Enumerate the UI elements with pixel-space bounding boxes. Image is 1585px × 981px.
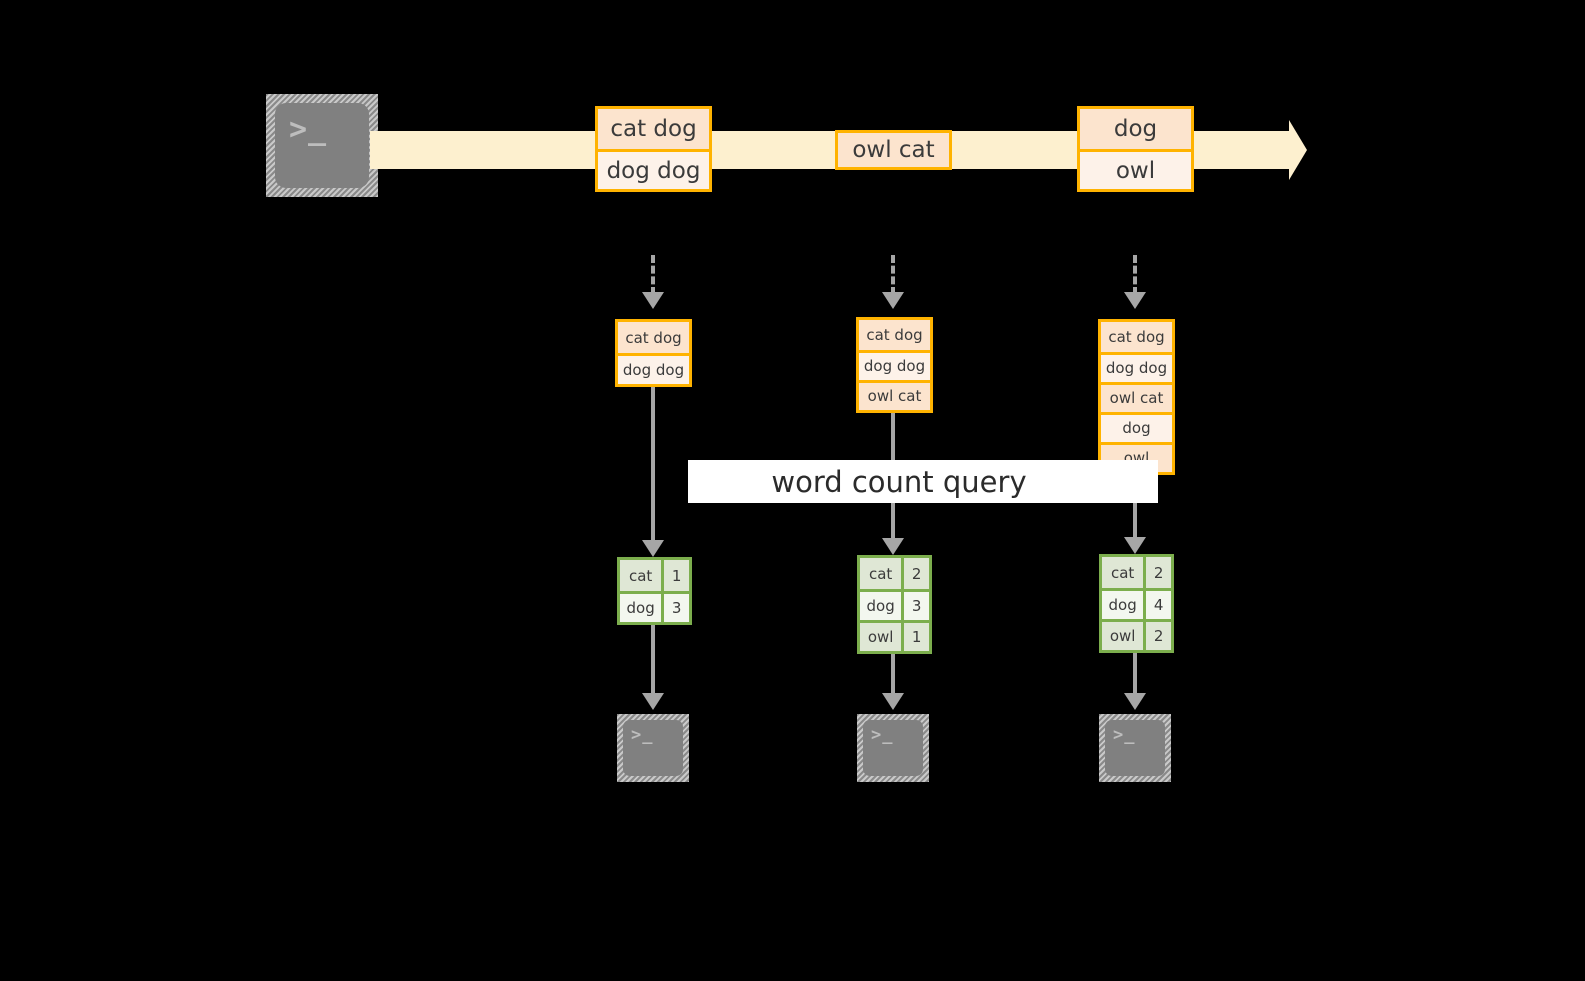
query-connector-arrowhead-2	[882, 538, 904, 555]
accumulated-rows-2: cat dog dog dog owl cat	[856, 317, 933, 413]
stream-line: cat dog	[598, 109, 709, 149]
table-cell-count: 1	[901, 623, 929, 651]
table-cell-word: cat	[620, 560, 662, 591]
terminal-prompt: >_	[289, 112, 328, 147]
table-cell-word: dog	[620, 594, 662, 622]
trigger-connector-1	[651, 255, 655, 295]
result-table-1: cat 1 dog 3	[617, 557, 692, 625]
result-table-3: cat 2 dog 4 owl 2	[1099, 554, 1174, 653]
table-row: cat 1	[620, 560, 689, 591]
accumulated-row: dog	[1101, 411, 1172, 442]
terminal-screen: >_	[275, 103, 369, 188]
table-cell-word: dog	[860, 592, 902, 620]
stream-line: owl	[1080, 149, 1191, 189]
result-table-2: cat 2 dog 3 owl 1	[857, 555, 932, 654]
sink-connector-arrowhead-1	[642, 693, 664, 710]
query-connector-arrowhead-1	[642, 540, 664, 557]
query-connector-3	[1133, 475, 1137, 539]
sink-terminal-icon-2: >_	[857, 714, 929, 782]
accumulated-row: dog dog	[618, 353, 689, 384]
trigger-connector-arrowhead-1	[642, 292, 664, 309]
table-cell-count: 2	[901, 558, 929, 589]
accumulated-row: cat dog	[618, 322, 689, 353]
stream-line: owl cat	[838, 133, 949, 167]
trigger-connector-arrowhead-3	[1124, 292, 1146, 309]
terminal-screen: >_	[623, 720, 683, 776]
table-row: cat 2	[860, 558, 929, 589]
accumulated-row: owl cat	[1101, 381, 1172, 412]
table-cell-count: 1	[661, 560, 689, 591]
table-cell-count: 4	[1143, 591, 1171, 619]
table-row: cat 2	[1102, 557, 1171, 588]
query-connector-1	[651, 387, 655, 542]
stream-batch-3: dog owl	[1077, 106, 1194, 192]
accumulated-row: dog dog	[859, 349, 930, 380]
table-cell-count: 2	[1143, 557, 1171, 588]
query-label: word count query	[688, 460, 1158, 503]
table-cell-word: cat	[1102, 557, 1144, 588]
query-label-text: word count query	[771, 464, 1027, 499]
table-row: dog 3	[860, 589, 929, 620]
accumulated-rows-3: cat dog dog dog owl cat dog owl	[1098, 319, 1175, 475]
sink-connector-arrowhead-2	[882, 693, 904, 710]
sink-connector-arrowhead-3	[1124, 693, 1146, 710]
accumulated-rows-1: cat dog dog dog	[615, 319, 692, 387]
stream-batch-1: cat dog dog dog	[595, 106, 712, 192]
table-cell-count: 2	[1143, 622, 1171, 650]
table-cell-word: cat	[860, 558, 902, 589]
trigger-connector-3	[1133, 255, 1137, 295]
stream-line: dog dog	[598, 149, 709, 189]
terminal-screen: >_	[863, 720, 923, 776]
accumulated-row: cat dog	[859, 320, 930, 350]
table-cell-word: owl	[1102, 622, 1144, 650]
table-cell-word: owl	[860, 623, 902, 651]
trigger-connector-2	[891, 255, 895, 295]
query-connector-arrowhead-3	[1124, 537, 1146, 554]
terminal-prompt: >_	[871, 725, 894, 745]
stream-batch-2: owl cat	[835, 130, 952, 170]
sink-terminal-icon-1: >_	[617, 714, 689, 782]
table-cell-count: 3	[901, 592, 929, 620]
table-row: dog 4	[1102, 588, 1171, 619]
stream-arrow-head	[1289, 120, 1307, 180]
table-row: dog 3	[620, 591, 689, 622]
stream-line: dog	[1080, 109, 1191, 149]
trigger-connector-arrowhead-2	[882, 292, 904, 309]
terminal-prompt: >_	[1113, 725, 1136, 745]
table-cell-word: dog	[1102, 591, 1144, 619]
accumulated-row: dog dog	[1101, 351, 1172, 382]
sink-connector-3	[1133, 653, 1137, 695]
source-terminal-icon: >_	[266, 94, 378, 197]
sink-connector-2	[891, 654, 895, 695]
table-row: owl 1	[860, 620, 929, 651]
accumulated-row: cat dog	[1101, 322, 1172, 352]
sink-terminal-icon-3: >_	[1099, 714, 1171, 782]
accumulated-row: owl cat	[859, 379, 930, 410]
terminal-screen: >_	[1105, 720, 1165, 776]
terminal-prompt: >_	[631, 725, 654, 745]
table-row: owl 2	[1102, 619, 1171, 650]
sink-connector-1	[651, 625, 655, 695]
table-cell-count: 3	[661, 594, 689, 622]
